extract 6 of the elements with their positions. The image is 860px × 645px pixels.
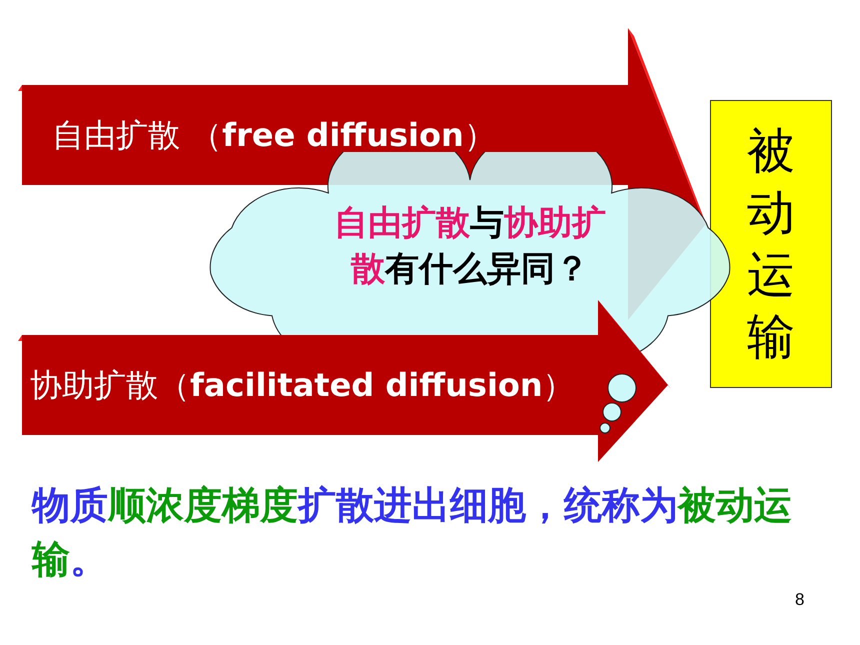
- arrow-label: 协助扩散（facilitated diffusion）: [30, 365, 575, 406]
- arrow-label: 自由扩散 （free diffusion）: [52, 115, 496, 156]
- question-text: 自由扩散与协助扩散有什么异同？: [333, 202, 607, 291]
- text-box: 被动运输: [710, 100, 832, 388]
- summary-sentence: 物质顺浓度梯度扩散进出细胞，统称为被动运输。: [32, 482, 793, 583]
- page-number: 8: [795, 590, 804, 610]
